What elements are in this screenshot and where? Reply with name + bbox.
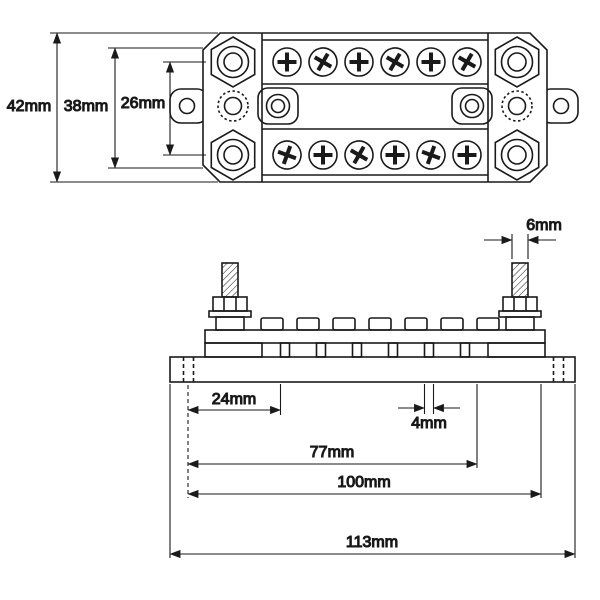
dimension-label-6mm: 6mm <box>526 217 562 234</box>
phillips-screw <box>308 47 338 77</box>
phillips-screw <box>344 140 374 170</box>
hidden-stud-circle-right <box>501 90 533 122</box>
stud-nut <box>212 296 248 312</box>
terminal-screws-bottom-row <box>272 140 482 170</box>
phillips-screw <box>308 140 338 170</box>
stud-hole-right <box>507 96 527 116</box>
screw-head <box>332 317 356 331</box>
phillips-screw <box>380 47 410 77</box>
phillips-screw <box>272 47 302 77</box>
screw-head <box>440 317 464 331</box>
terminal-screws-top-row <box>272 47 482 77</box>
dimension-38mm: 38mm <box>63 47 203 169</box>
screw-head <box>296 317 320 331</box>
dimension-24mm: 24mm <box>187 384 282 498</box>
support-leg <box>387 342 399 358</box>
dimension-42mm: 42mm <box>6 32 218 183</box>
dimension-113mm: 113mm <box>169 384 576 559</box>
inner-boss-left <box>257 87 299 125</box>
end-block-right <box>487 342 546 358</box>
hex-nut-bottom-left <box>210 129 256 181</box>
support-leg <box>279 342 291 358</box>
corner-hex-nuts <box>210 36 540 181</box>
stud-nut <box>502 296 538 312</box>
dimension-label-100mm: 100mm <box>337 474 390 491</box>
stud-washer <box>498 310 542 318</box>
body-section-lines <box>261 33 489 182</box>
inner-boss-right <box>451 87 493 125</box>
screw-heads <box>260 317 500 331</box>
phillips-screw <box>416 140 446 170</box>
dimension-label-24mm: 24mm <box>212 391 256 408</box>
support-leg <box>423 342 435 358</box>
dimension-label-38mm: 38mm <box>64 98 108 115</box>
phillips-screw <box>344 47 374 77</box>
hidden-stud-circle-left <box>217 90 249 122</box>
dimension-label-26mm: 26mm <box>121 95 165 112</box>
support-legs <box>279 342 471 358</box>
terminal-stud-left <box>208 262 252 331</box>
stud-washer <box>208 310 252 318</box>
dimension-label-113mm: 113mm <box>346 534 398 551</box>
top-view: 42mm 38mm 26mm <box>6 32 579 183</box>
dimension-label-4mm: 4mm <box>411 415 447 432</box>
dimension-label-77mm: 77mm <box>310 444 354 461</box>
stud-pad <box>215 316 245 331</box>
support-leg <box>459 342 471 358</box>
dimension-6mm: 6mm <box>484 216 562 259</box>
phillips-screw <box>416 47 446 77</box>
hex-nut-bottom-right <box>494 129 540 181</box>
mounting-hole-left <box>178 97 196 115</box>
hex-nut-top-left <box>210 36 256 88</box>
phillips-screw <box>452 47 482 77</box>
phillips-screw <box>452 140 482 170</box>
screw-head <box>476 317 500 331</box>
dimension-100mm: 100mm <box>187 384 542 499</box>
stud-hole-left <box>223 96 243 116</box>
support-leg <box>315 342 327 358</box>
phillips-screw <box>380 140 410 170</box>
stud-thread <box>221 262 239 298</box>
mounting-hole-right <box>552 97 570 115</box>
center-mounting-features <box>217 87 533 125</box>
busbar-side-body <box>204 329 546 344</box>
screw-head <box>260 317 284 331</box>
dimension-label-42mm: 42mm <box>7 98 51 115</box>
side-view: 6mm 24mm 4mm 77mm 100mm <box>169 216 576 559</box>
screw-head <box>368 317 392 331</box>
phillips-screw <box>272 140 302 170</box>
dimension-26mm: 26mm <box>120 61 206 156</box>
hex-nut-top-right <box>494 36 540 88</box>
support-leg <box>351 342 363 358</box>
screw-head <box>404 317 428 331</box>
terminal-stud-right <box>498 262 542 331</box>
end-block-left <box>204 342 263 358</box>
dimension-4mm: 4mm <box>398 384 460 433</box>
base-flange <box>169 356 576 383</box>
dimension-77mm: 77mm <box>187 384 478 469</box>
stud-thread <box>511 262 529 298</box>
stud-pad <box>505 316 535 331</box>
